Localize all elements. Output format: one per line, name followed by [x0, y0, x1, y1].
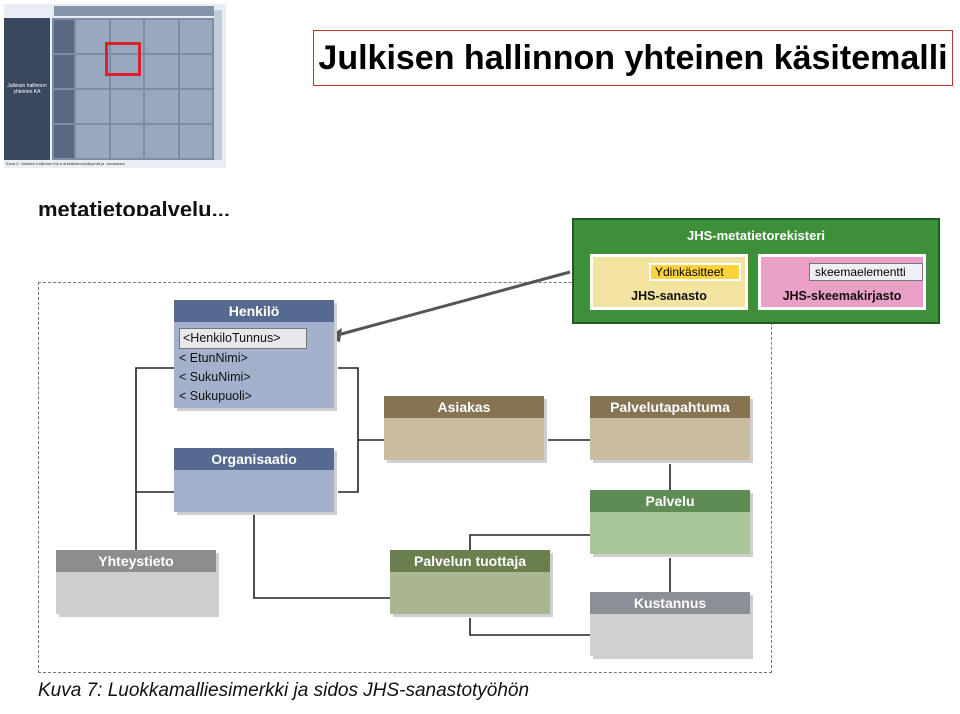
entity-henkilo-name: Henkilö: [174, 300, 334, 322]
entity-organisaatio-name: Organisaatio: [174, 448, 334, 470]
entity-kustannus-body: [590, 614, 750, 656]
cropped-heading-fragment: metatietopalvelu...: [38, 188, 278, 216]
entity-palvelutapahtuma: Palvelutapahtuma: [590, 396, 750, 460]
figure-caption: Kuva 7: Luokkamalliesimerkki ja sidos JH…: [38, 680, 530, 701]
thumbnail-side-label: Julkisen hallinnon yhteinen KA: [4, 18, 50, 160]
entity-kustannus: Kustannus: [590, 592, 750, 656]
entity-asiakas: Asiakas: [384, 396, 544, 460]
entity-asiakas-name: Asiakas: [384, 396, 544, 418]
architecture-thumbnail: Julkisen hallinnon yhteinen KA Kuva 2: J…: [4, 4, 226, 168]
entity-kustannus-name: Kustannus: [590, 592, 750, 614]
entity-organisaatio-body: [174, 470, 334, 512]
sanasto-label: JHS-sanasto: [631, 289, 707, 303]
attribute-henkilotunnus: <HenkiloTunnus>: [179, 328, 307, 349]
jhs-metadata-registry: JHS-metatietorekisteri Ydinkäsitteet JHS…: [572, 218, 940, 324]
skeema-item: skeemaelementti: [809, 263, 923, 281]
thumbnail-depth-edge: [214, 10, 222, 160]
entity-yhteystieto-body: [56, 572, 216, 614]
entity-henkilo: Henkilö <HenkiloTunnus> < EtunNimi> < Su…: [174, 300, 334, 408]
line-palvelu-tuottaja: [469, 534, 590, 550]
entity-palvelun-tuottaja-name: Palvelun tuottaja: [390, 550, 550, 572]
entity-asiakas-body: [384, 418, 544, 460]
sanasto-item: Ydinkäsitteet: [649, 263, 741, 281]
registry-title: JHS-metatietorekisteri: [687, 228, 825, 243]
registry-skeemakirjasto: skeemaelementti JHS-skeemakirjasto: [758, 254, 926, 310]
attribute-sukunimi: < SukuNimi>: [179, 370, 251, 384]
registry-sanasto: Ydinkäsitteet JHS-sanasto: [590, 254, 748, 310]
entity-palvelu: Palvelu: [590, 490, 750, 554]
line-henkilo-yhteystieto: [135, 367, 174, 493]
thumbnail-top-band: [54, 6, 214, 16]
entity-palvelu-name: Palvelu: [590, 490, 750, 512]
entity-palvelutapahtuma-name: Palvelutapahtuma: [590, 396, 750, 418]
thumbnail-highlight: [105, 42, 141, 76]
registry-arrow-line: [333, 270, 571, 338]
thumbnail-caption: Kuva 2: Julkisen hallinnon KA:n arkkiteh…: [6, 161, 125, 166]
class-model-frame: [38, 282, 772, 673]
line-tuottaja-kustannus: [469, 618, 590, 636]
attribute-etunimi: < EtunNimi>: [179, 351, 248, 365]
entity-yhteystieto-name: Yhteystieto: [56, 550, 216, 572]
entity-palvelun-tuottaja: Palvelun tuottaja: [390, 550, 550, 614]
thumbnail-grid: [52, 18, 214, 160]
entity-palvelun-tuottaja-body: [390, 572, 550, 614]
line-organisaatio-tuottaja: [253, 514, 390, 599]
entity-palvelutapahtuma-body: [590, 418, 750, 460]
entity-yhteystieto: Yhteystieto: [56, 550, 216, 614]
fragment-text: metatietopalvelu...: [38, 197, 230, 216]
page-title: Julkisen hallinnon yhteinen käsitemalli: [313, 30, 953, 86]
entity-organisaatio: Organisaatio: [174, 448, 334, 512]
attribute-sukupuoli: < Sukupuoli>: [179, 389, 252, 403]
line-henkilo-asiakas: [338, 367, 359, 493]
entity-palvelu-body: [590, 512, 750, 554]
entity-henkilo-attributes: <HenkiloTunnus> < EtunNimi> < SukuNimi> …: [174, 322, 334, 408]
skeema-label: JHS-skeemakirjasto: [782, 289, 902, 303]
